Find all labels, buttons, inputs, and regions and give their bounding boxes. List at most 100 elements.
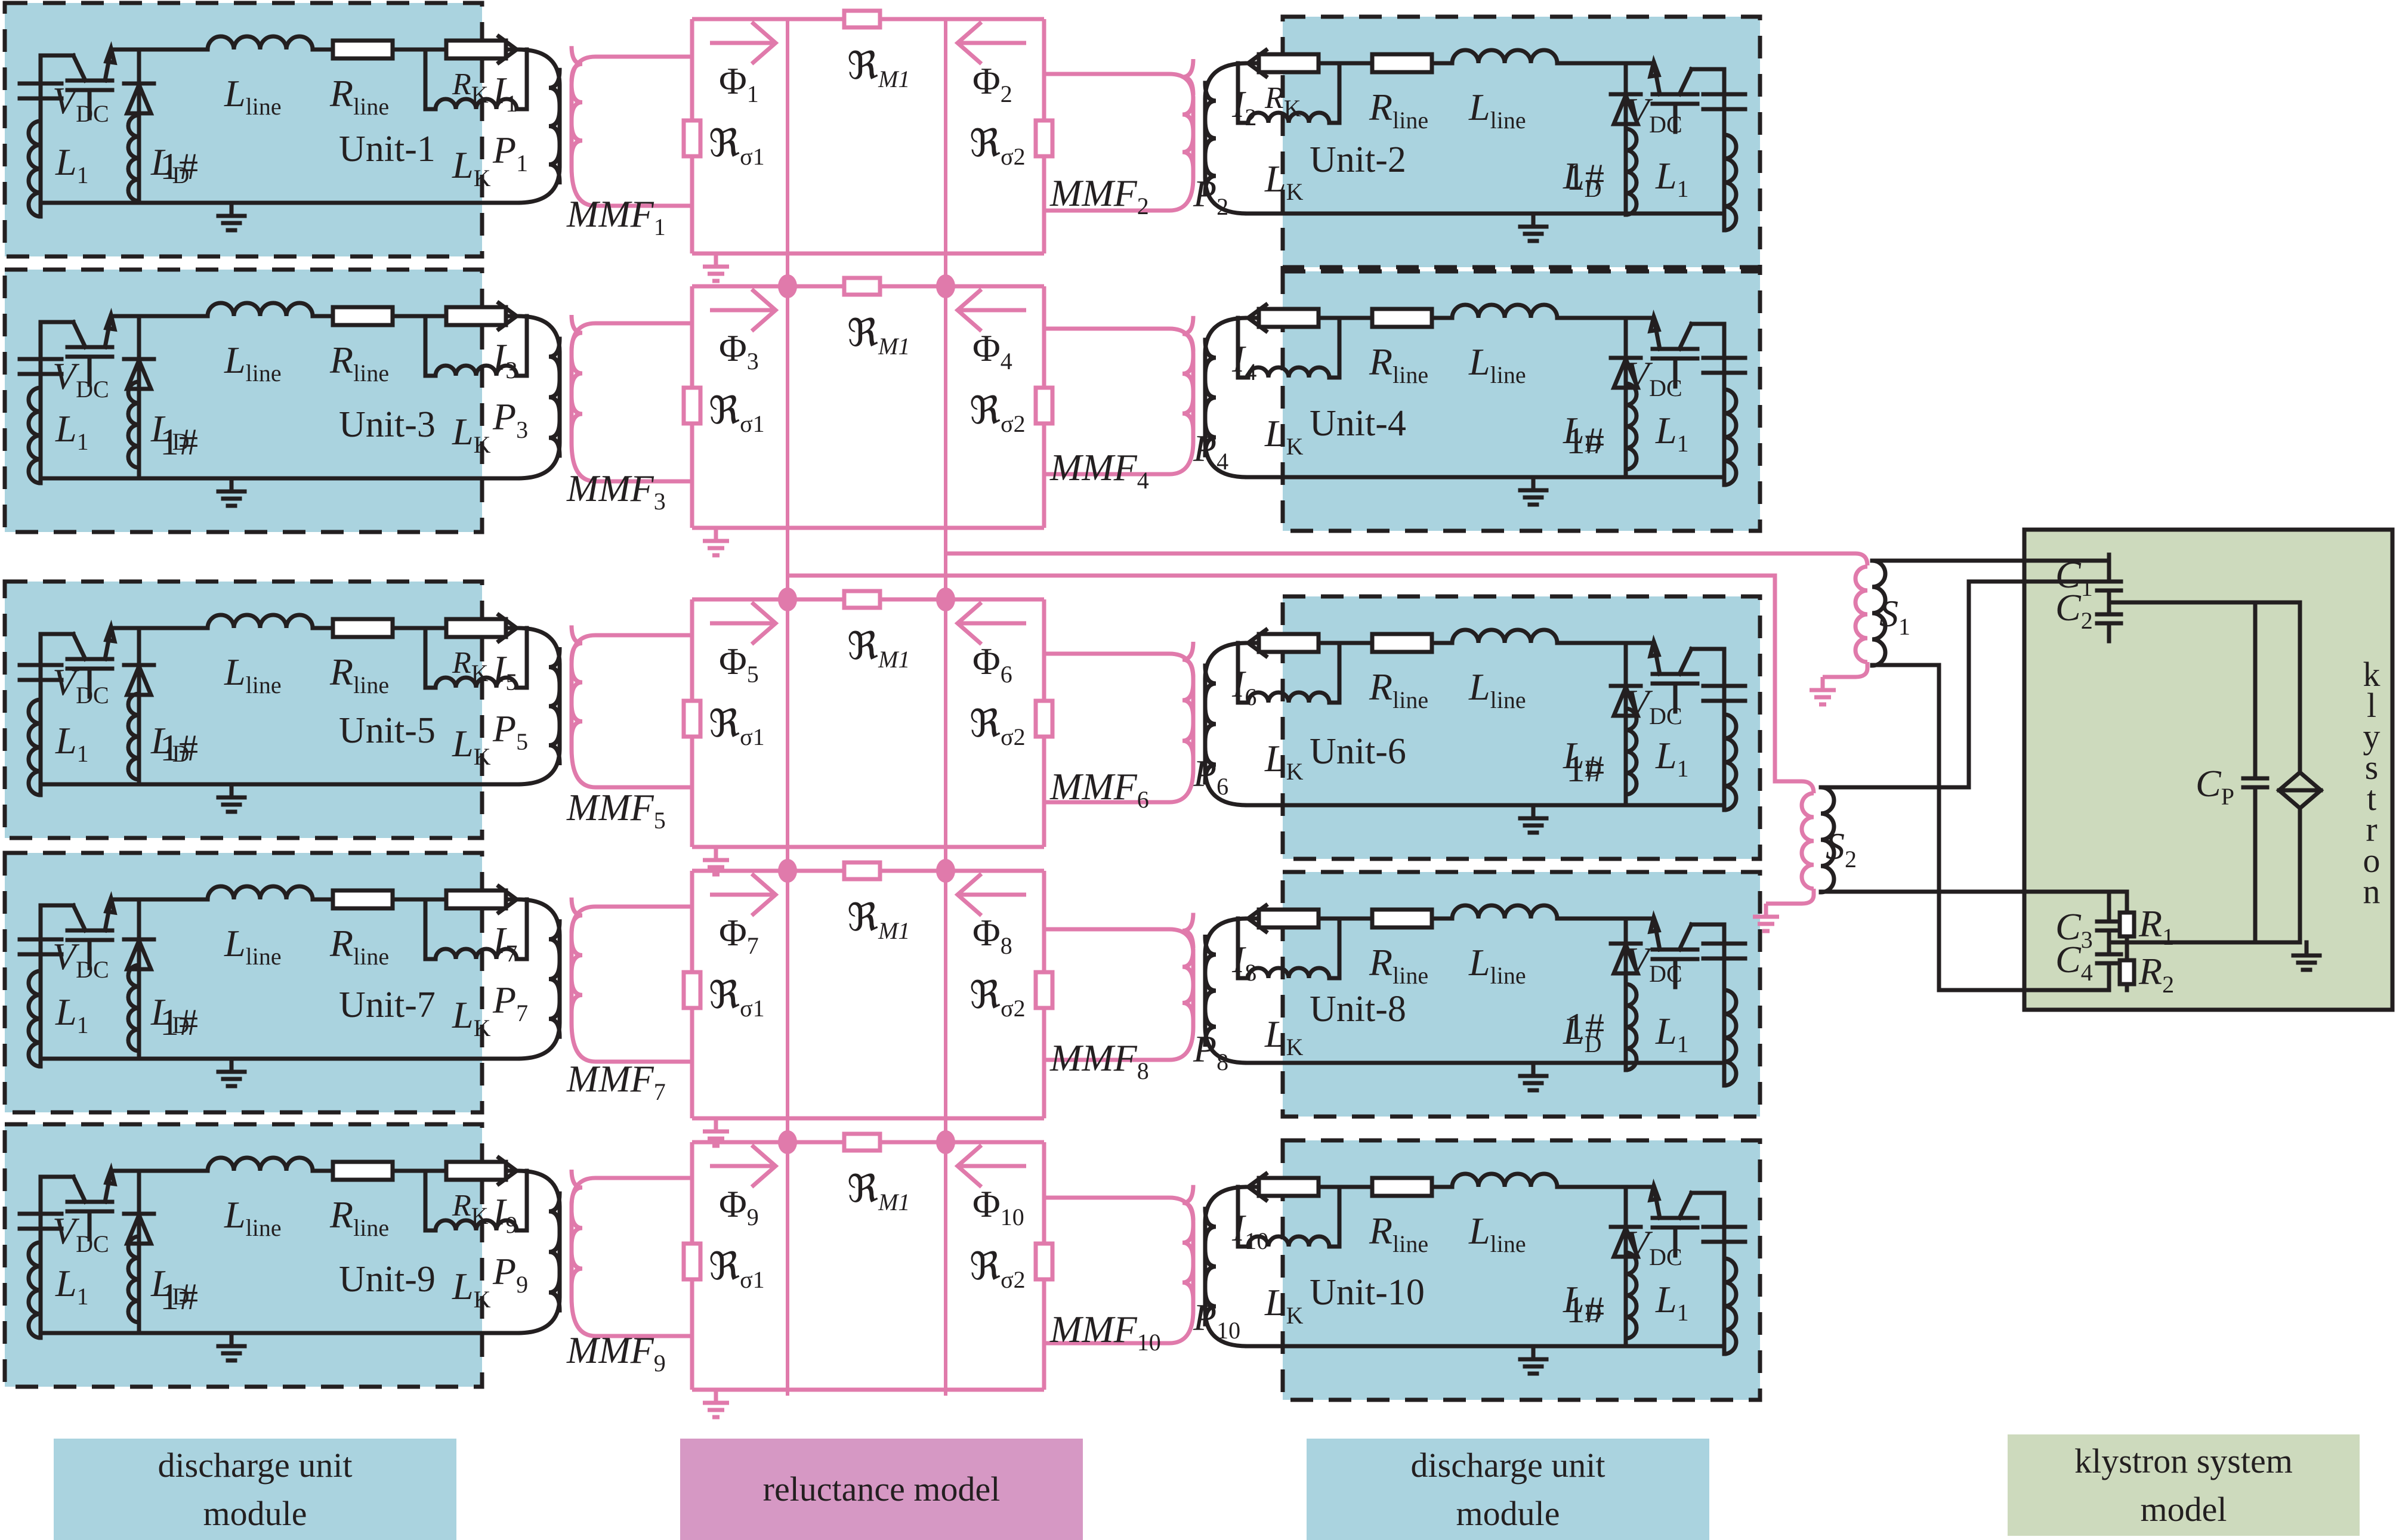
- label-VDC-sub: DC: [1649, 375, 1682, 401]
- label-LK: LK: [1264, 1013, 1304, 1060]
- transformer-s2: [1753, 785, 1836, 933]
- unit-frame: [2, 579, 484, 840]
- winding-secondary: [1044, 326, 1196, 477]
- label-Lline: Lline: [224, 72, 282, 120]
- inductor-icon: [1450, 627, 1560, 645]
- unit-label: Unit-3: [339, 404, 436, 445]
- reluctance-leak-icon: [1033, 698, 1055, 739]
- winding-tap: [1203, 934, 1216, 975]
- label-reluctance-leak1-sub: σ1: [740, 995, 765, 1022]
- reluctance-leak-icon: [1033, 970, 1055, 1010]
- label-RK-sub: K: [471, 660, 489, 686]
- label-current: I2: [1231, 83, 1256, 131]
- winding-secondary: [569, 1176, 692, 1338]
- label-mmf-left-main: MMF: [566, 786, 654, 828]
- label-VDC-main: V: [53, 661, 80, 703]
- label-VDC-sub: DC: [1649, 703, 1682, 729]
- label-Lline-sub: line: [1490, 361, 1526, 388]
- label-LD: LD: [150, 141, 189, 188]
- label-LD-sub: D: [1585, 755, 1602, 782]
- label-Rline: Rline: [329, 339, 389, 386]
- label-winding-sub: 3: [516, 416, 528, 443]
- unit-label: Unit-4: [1310, 403, 1406, 444]
- resistor-icon: [1370, 632, 1434, 654]
- label-reluctance-leak2: ℜσ2: [969, 122, 1026, 170]
- label-current-main: I: [492, 336, 507, 378]
- label-VDC-sub: DC: [76, 376, 109, 403]
- junction-dot: [936, 1130, 955, 1154]
- label-switch-tag: 1#: [160, 726, 198, 769]
- label-C4: C4: [2055, 938, 2093, 986]
- winding-tap: [1203, 1006, 1216, 1047]
- label-reluctance-main-sub: M1: [878, 66, 910, 92]
- reluctance-main-icon: [842, 589, 882, 610]
- label-S2-sub: 2: [1845, 846, 1857, 873]
- flux-arrow-icon: [710, 872, 779, 917]
- winding-primary: [515, 1168, 562, 1335]
- label-flux-right: Φ6: [972, 640, 1012, 688]
- label-LK-sub: K: [474, 1286, 491, 1313]
- reluctance-leak-icon: [681, 698, 703, 739]
- label-Lline-main: L: [224, 651, 246, 693]
- inductor-icon: [1450, 1171, 1560, 1189]
- label-RK: RK: [452, 646, 489, 686]
- wire-s1-bottom: [1870, 663, 2111, 992]
- label-Rline-sub: line: [1392, 1230, 1428, 1257]
- label-winding: P8: [1193, 1028, 1228, 1075]
- label-LD: LD: [1563, 409, 1601, 457]
- label-VDC: VDC: [53, 935, 109, 983]
- inductor-icon: [205, 613, 315, 630]
- winding-tap: [1182, 58, 1196, 95]
- label-Lline-main: L: [224, 1193, 246, 1236]
- label-current-main: I: [1231, 83, 1246, 125]
- label-RK-sub: K: [471, 1202, 489, 1229]
- label-Rline-main: R: [329, 651, 353, 693]
- unit-circuit: [1236, 1171, 1747, 1376]
- label-reluctance-leak2: ℜσ2: [969, 389, 1026, 437]
- label-reluctance-leak1-main: ℜ: [709, 974, 740, 1016]
- winding-tap: [1182, 722, 1196, 759]
- reluctance-leak-icon: [1033, 385, 1055, 426]
- resistor-icon: [444, 617, 508, 639]
- reluctance-leak-icon: [681, 385, 703, 426]
- inductor-icon: [205, 1155, 315, 1173]
- winding-tap: [1182, 395, 1196, 432]
- inductor-icon: [1246, 690, 1332, 705]
- label-mmf-right-sub: 4: [1137, 467, 1149, 494]
- winding-tap: [1182, 316, 1196, 352]
- winding-tap: [569, 395, 583, 432]
- ground-icon: [703, 1390, 729, 1420]
- label-reluctance-leak2-sub: σ2: [1001, 723, 1026, 750]
- label-mmf-left-sub: 1: [654, 214, 666, 240]
- resistor-icon: [2117, 910, 2136, 939]
- label-L1-main: L: [55, 1262, 77, 1304]
- inductor-icon: [433, 97, 519, 112]
- label-Lline-main: L: [224, 922, 246, 964]
- label-current-sub: 1: [505, 90, 517, 117]
- inductor-icon: [1799, 791, 1814, 891]
- label-L1: L1: [55, 719, 89, 767]
- switch-icon: [70, 319, 88, 350]
- unit-frame: [2, 851, 484, 1115]
- reluctance-main-icon: [842, 8, 882, 30]
- label-winding: P3: [492, 395, 528, 443]
- unit-frame: [1280, 1138, 1762, 1402]
- label-L1: L1: [55, 141, 89, 188]
- label-LD: LD: [1563, 734, 1601, 782]
- resistor-icon: [1256, 632, 1321, 654]
- legend-line1: discharge unit: [158, 1445, 353, 1485]
- winding-tap: [1182, 948, 1196, 985]
- label-C3: C3: [2055, 905, 2093, 953]
- label-LD-main: L: [1563, 734, 1585, 777]
- winding-tap: [1203, 1207, 1216, 1247]
- label-Lline: Lline: [1468, 341, 1526, 388]
- winding-tap: [569, 84, 583, 120]
- ground-icon: [2291, 940, 2322, 972]
